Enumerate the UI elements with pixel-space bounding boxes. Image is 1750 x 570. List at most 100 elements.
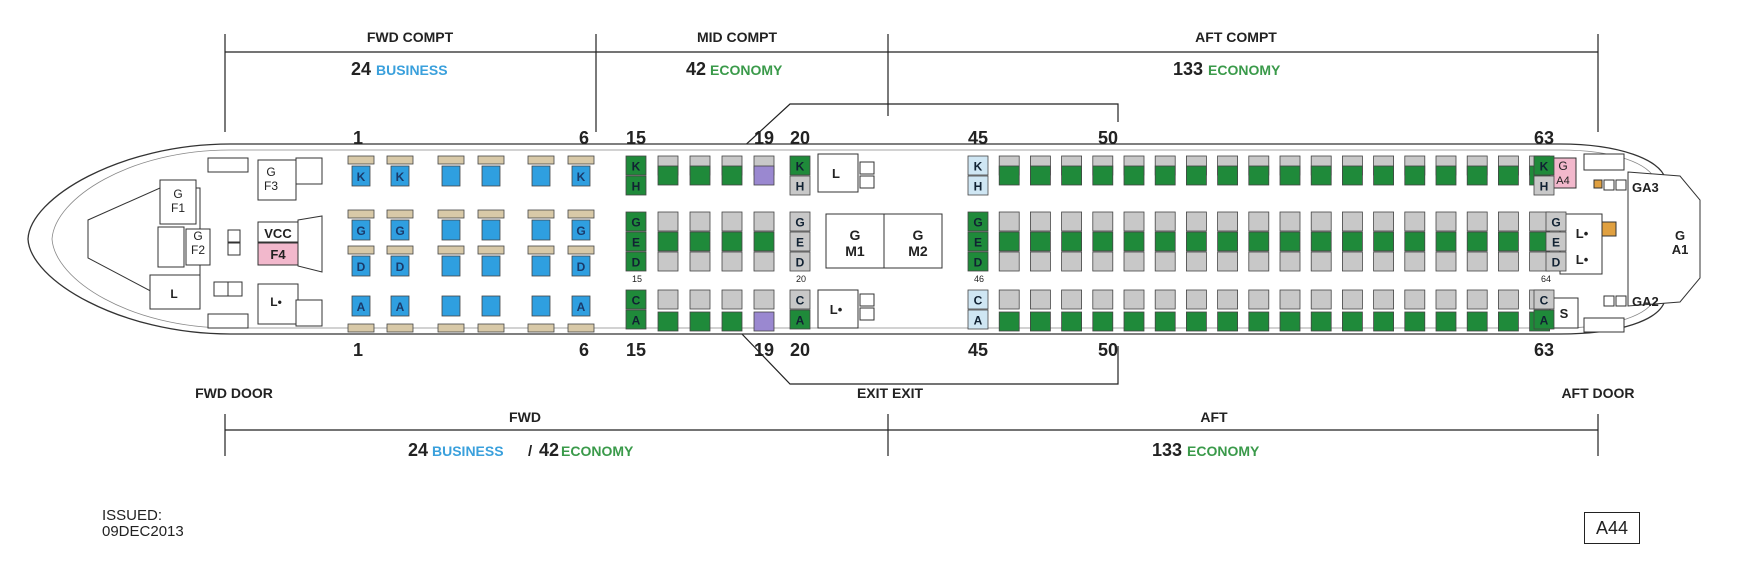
seat-back-K-5 xyxy=(527,155,555,165)
seat-62H xyxy=(1498,165,1519,186)
seat-1G xyxy=(351,219,371,241)
seat-55E xyxy=(1279,231,1301,252)
galley-a4-g: G xyxy=(1558,159,1567,173)
seat-58D xyxy=(1373,251,1394,272)
galley-ga3: GA3 xyxy=(1632,180,1659,195)
seat-16E xyxy=(657,231,679,252)
seat-60H xyxy=(1435,165,1457,186)
seat-back-A-5 xyxy=(527,323,555,333)
seat-56G xyxy=(1310,211,1332,232)
seat-63K-letter: K xyxy=(1540,160,1549,174)
seat-17H xyxy=(689,165,711,186)
seat-15K xyxy=(625,155,647,176)
seat-50C xyxy=(1123,289,1145,310)
seat-back-K-6 xyxy=(567,155,595,165)
galley-a4: A4 xyxy=(1556,175,1569,187)
seat-56C xyxy=(1310,289,1332,310)
lav-aft-top: L• xyxy=(1576,226,1589,241)
seat-53A xyxy=(1217,311,1238,332)
seat-59H xyxy=(1404,165,1426,186)
seat-16H xyxy=(657,165,679,186)
row-number-20-bottom: 20 xyxy=(790,340,810,360)
galley-m2-g: G xyxy=(913,227,924,243)
seat-63C-letter: C xyxy=(1540,294,1549,308)
row-number-15-top: 15 xyxy=(626,128,646,148)
seat-54C xyxy=(1248,289,1270,310)
seat-6A-letter: A xyxy=(577,300,586,314)
seat-20C xyxy=(789,289,811,310)
seat-53C xyxy=(1217,289,1238,310)
seat-46H xyxy=(998,165,1020,186)
seat-45C-letter: C xyxy=(974,294,983,308)
seat-18G xyxy=(721,211,743,232)
seat-back-D-4 xyxy=(477,245,505,255)
seat-45A-letter: A xyxy=(974,314,983,328)
mid-compt-cabin: ECONOMY xyxy=(710,62,783,78)
seat-2D xyxy=(390,255,410,277)
seat-15G xyxy=(625,211,647,232)
seat-55A xyxy=(1279,311,1301,332)
seat-48D xyxy=(1061,251,1082,272)
fuselage-inner xyxy=(51,149,1656,329)
row-number-19-top: 19 xyxy=(754,128,774,148)
galley-m1: M1 xyxy=(845,243,865,259)
aft-zone-cabin: ECONOMY xyxy=(1187,443,1260,459)
seat-back-A-6 xyxy=(567,323,595,333)
seat-4D xyxy=(481,255,501,277)
seat-15H-letter: H xyxy=(632,180,641,194)
seat-20E-letter: E xyxy=(796,236,804,250)
seat-6K xyxy=(571,165,591,187)
seat-54G xyxy=(1248,211,1270,232)
seat-back-A-2 xyxy=(386,323,414,333)
seat-47E xyxy=(1030,231,1051,252)
seat-back-G-1 xyxy=(347,209,375,219)
seat-17C xyxy=(689,289,711,310)
seat-18D xyxy=(721,251,743,272)
seat-55D xyxy=(1279,251,1301,272)
seat-20E xyxy=(789,231,811,252)
galley-ga2: GA2 xyxy=(1632,294,1659,309)
seat-5K xyxy=(531,165,551,187)
seat-55H xyxy=(1279,165,1301,186)
galley-f4: F4 xyxy=(270,247,286,262)
aft-door-label: AFT DOOR xyxy=(1561,385,1634,401)
seat-59D xyxy=(1404,251,1426,272)
seat-3D xyxy=(441,255,461,277)
fwd-zone-count2: 42 xyxy=(539,440,559,460)
seat-63A xyxy=(1533,309,1555,330)
seat-15C xyxy=(625,289,647,310)
seat-45D xyxy=(967,251,989,272)
seat-61G xyxy=(1466,211,1488,232)
seat-back-D-5 xyxy=(527,245,555,255)
seat-55G xyxy=(1279,211,1301,232)
seat-16A xyxy=(657,311,679,332)
seat-15H xyxy=(625,175,647,196)
seat-62E xyxy=(1498,231,1519,252)
seat-60A xyxy=(1435,311,1457,332)
seat-45K-letter: K xyxy=(974,160,983,174)
seat-53E xyxy=(1217,231,1238,252)
seat-45A xyxy=(967,309,989,330)
seat-49A xyxy=(1092,311,1114,332)
seat-19H xyxy=(753,165,775,186)
seat-47D xyxy=(1030,251,1051,272)
seat-61C xyxy=(1466,289,1488,310)
seat-5D xyxy=(531,255,551,277)
seat-1D xyxy=(351,255,371,277)
seat-20K-letter: K xyxy=(796,160,805,174)
seat-51D xyxy=(1154,251,1176,272)
seat-18H xyxy=(721,165,743,186)
seat-18E xyxy=(721,231,743,252)
seat-46E xyxy=(998,231,1020,252)
seat-59G xyxy=(1404,211,1426,232)
seat-57A xyxy=(1342,311,1363,332)
seat-17D xyxy=(689,251,711,272)
seat-3K xyxy=(441,165,461,187)
seat-back-A-4 xyxy=(477,323,505,333)
seat-59C xyxy=(1404,289,1426,310)
seat-20G xyxy=(789,211,811,232)
seat-45E-letter: E xyxy=(974,236,982,250)
lav-aft-bottom: L• xyxy=(1576,252,1589,267)
seat-15A-letter: A xyxy=(632,314,641,328)
